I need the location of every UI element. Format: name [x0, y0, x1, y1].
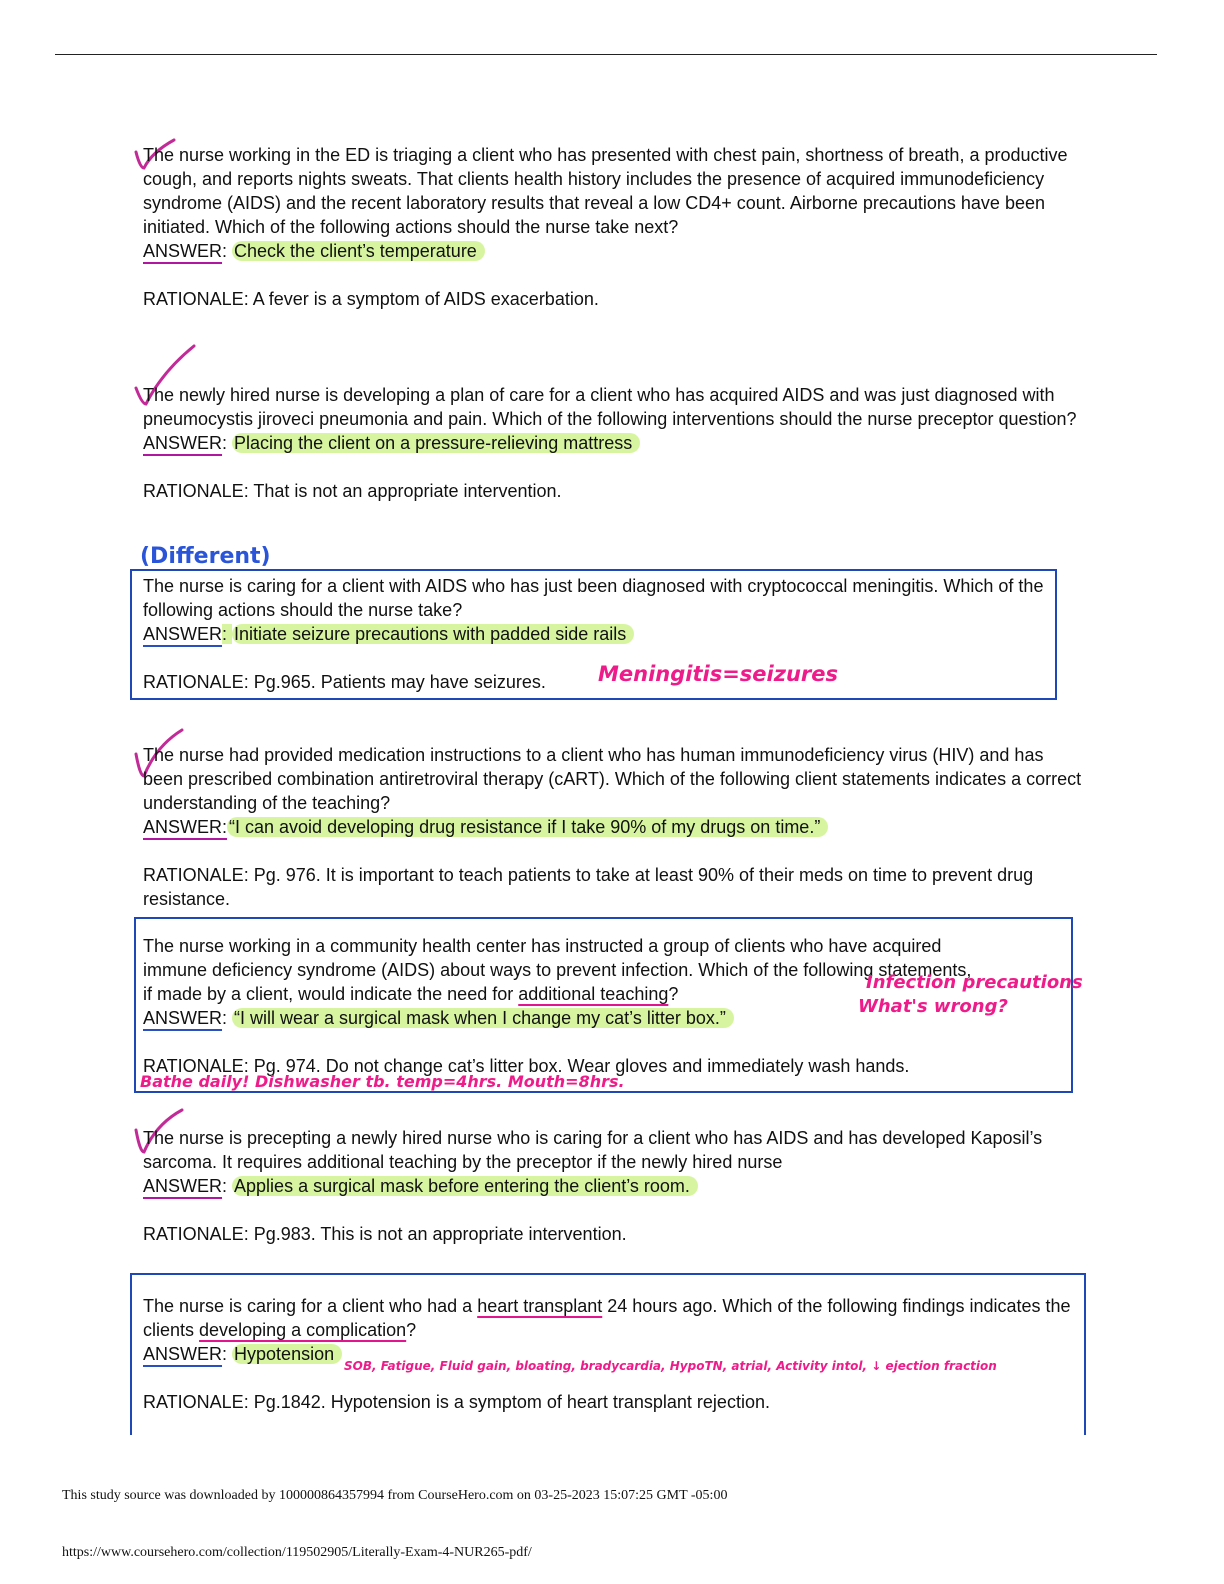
- answer-line: ANSWER: Hypotension: [143, 1342, 1083, 1366]
- question-block-6: The nurse is precepting a newly hired nu…: [143, 1126, 1083, 1246]
- check-mark-icon: [134, 344, 196, 406]
- question-block-1: The nurse working in the ED is triaging …: [143, 143, 1083, 311]
- handwritten-note-heart: SOB, Fatigue, Fluid gain, bloating, brad…: [344, 1359, 997, 1373]
- handwritten-note-bathe: Bathe daily! Dishwasher tb. temp=4hrs. M…: [140, 1072, 625, 1091]
- answer-highlight: Initiate seizure precautions with padded…: [232, 624, 635, 644]
- question-text-part: The nurse working in a community health …: [143, 936, 972, 1004]
- answer-label: ANSWER: [143, 1008, 223, 1028]
- answer-separator: :: [222, 433, 233, 453]
- underlined-phrase: heart transplant: [477, 1296, 603, 1316]
- underlined-phrase: developing a complication: [199, 1320, 407, 1340]
- answer-highlight: “I can avoid developing drug resistance …: [227, 817, 829, 837]
- question-text: The nurse working in a community health …: [143, 934, 983, 1006]
- check-mark-icon: [134, 728, 184, 778]
- question-text-part: 24 hours ago. Which of the following fin…: [143, 1296, 1071, 1340]
- answer-line: ANSWER: Check the client’s temperature: [143, 239, 1083, 263]
- question-text: The nurse is caring for a client with AI…: [143, 576, 1044, 620]
- answer-separator: :: [222, 1176, 233, 1196]
- answer-separator: :: [222, 624, 233, 644]
- question-text: The nurse is precepting a newly hired nu…: [143, 1128, 1043, 1172]
- question-block-2: The newly hired nurse is developing a pl…: [143, 383, 1083, 503]
- underlined-phrase: additional teaching: [518, 984, 669, 1004]
- annotation-box-2: [134, 917, 1073, 1093]
- check-mark-icon: [134, 138, 176, 170]
- answer-separator: :: [222, 241, 233, 261]
- answer-line: ANSWER: “I will wear a surgical mask whe…: [143, 1006, 983, 1030]
- rationale-text: RATIONALE: Pg. 976. It is important to t…: [143, 865, 1034, 909]
- answer-label: ANSWER: [143, 624, 223, 644]
- answer-highlight: Placing the client on a pressure-relievi…: [232, 433, 641, 453]
- answer-line: ANSWER:“I can avoid developing drug resi…: [143, 815, 1083, 839]
- answer-label: ANSWER: [143, 1176, 223, 1196]
- answer-highlight: Applies a surgical mask before entering …: [232, 1176, 698, 1196]
- answer-label: ANSWER: [143, 241, 223, 261]
- question-text: The nurse is caring for a client who had…: [143, 1294, 1083, 1342]
- source-url[interactable]: https://www.coursehero.com/collection/11…: [62, 1545, 532, 1560]
- rationale-text: RATIONALE: A fever is a symptom of AIDS …: [143, 289, 599, 309]
- question-text-part: ?: [406, 1320, 417, 1340]
- question-text-part: The nurse is caring for a client who had…: [143, 1296, 478, 1316]
- question-text-part: ?: [668, 984, 679, 1004]
- handwritten-note-whats-wrong: What's wrong?: [858, 996, 1008, 1017]
- question-block-7: The nurse is caring for a client who had…: [143, 1294, 1083, 1414]
- question-block-5: The nurse working in a community health …: [143, 934, 983, 1078]
- answer-label: ANSWER: [143, 433, 223, 453]
- answer-line: ANSWER: Initiate seizure precautions wit…: [143, 622, 1083, 646]
- check-mark-icon: [134, 1108, 184, 1154]
- question-text: The nurse had provided medication instru…: [143, 745, 1082, 813]
- answer-line: ANSWER: Placing the client on a pressure…: [143, 431, 1083, 455]
- question-block-3: The nurse is caring for a client with AI…: [143, 574, 1083, 694]
- top-rule: [55, 54, 1157, 55]
- answer-highlight: Hypotension: [232, 1344, 343, 1364]
- answer-separator: :: [222, 1008, 233, 1028]
- handwritten-note-meningitis: Meningitis=seizures: [598, 662, 839, 686]
- question-block-4: The nurse had provided medication instru…: [143, 743, 1083, 911]
- rationale-text: RATIONALE: Pg.1842. Hypotension is a sym…: [143, 1392, 770, 1412]
- answer-separator: :: [222, 1344, 233, 1364]
- answer-label: ANSWER: [143, 1344, 223, 1364]
- handwritten-note-infection: Infection precautions: [866, 972, 1083, 993]
- answer-highlight: “I will wear a surgical mask when I chan…: [232, 1008, 734, 1028]
- answer-highlight: Check the client’s temperature: [232, 241, 485, 261]
- rationale-text: RATIONALE: Pg.983. This is not an approp…: [143, 1224, 627, 1244]
- annotation-box-3: [130, 1273, 1086, 1435]
- rationale-text: RATIONALE: That is not an appropriate in…: [143, 481, 562, 501]
- answer-label: ANSWER:: [143, 817, 228, 837]
- question-text: The newly hired nurse is developing a pl…: [143, 385, 1077, 429]
- handwritten-note-different: (Different): [140, 544, 271, 569]
- answer-line: ANSWER: Applies a surgical mask before e…: [143, 1174, 1083, 1198]
- rationale-text: RATIONALE: Pg. 974. Do not change cat’s …: [143, 1056, 910, 1076]
- question-text: The nurse working in the ED is triaging …: [143, 145, 1068, 237]
- annotation-box-1: [130, 569, 1057, 700]
- download-notice: This study source was downloaded by 1000…: [62, 1488, 728, 1503]
- rationale-text: RATIONALE: Pg.965. Patients may have sei…: [143, 672, 546, 692]
